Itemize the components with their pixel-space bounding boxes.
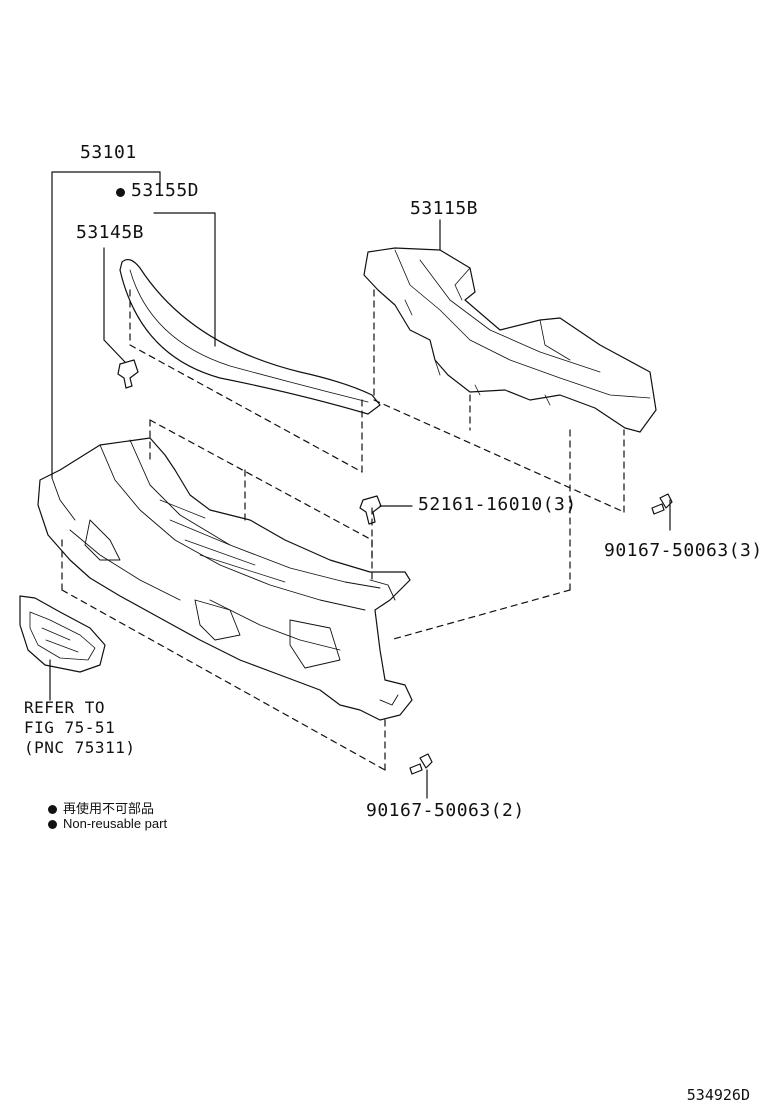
dashed-guides (61, 289, 625, 771)
label-53101: 53101 (80, 142, 137, 163)
label-53155d: 53155D (116, 180, 199, 201)
refer-note: REFER TO FIG 75-51 (PNC 75311) (24, 698, 135, 758)
legend-dot-icon (48, 805, 57, 814)
bolt-90167-2 (409, 753, 433, 775)
seal-strip (119, 258, 381, 415)
label-53145b: 53145B (76, 222, 145, 243)
cowl-panel-53101 (37, 437, 413, 721)
clip-52161 (359, 495, 382, 525)
clip-53145b (117, 359, 139, 389)
label-53155d-text: 53155D (131, 180, 200, 201)
legend-jp: 再使用不可部品 (48, 798, 154, 817)
non-reusable-dot-icon (116, 188, 125, 197)
legend-dot-icon (48, 820, 57, 829)
leader-lines (49, 171, 671, 799)
legend-en-text: Non-reusable part (63, 816, 168, 831)
legend-jp-text: 再使用不可部品 (63, 801, 155, 816)
refer-line-3: (PNC 75311) (24, 738, 136, 757)
refer-line-1: REFER TO (24, 698, 106, 717)
refer-line-2: FIG 75-51 (24, 718, 116, 737)
label-90167-50063-2: 90167-50063(2) (366, 800, 525, 821)
label-53115b: 53115B (410, 198, 479, 219)
grille-emblem (19, 595, 106, 673)
label-90167-50063-3: 90167-50063(3) (604, 540, 760, 561)
cowl-louver-53115b (363, 247, 657, 433)
bolt-90167-3 (651, 493, 673, 515)
label-52161-16010: 52161-16010(3) (418, 494, 577, 515)
legend-en: Non-reusable part (48, 816, 167, 831)
figure-id: 534926D (686, 1086, 750, 1104)
